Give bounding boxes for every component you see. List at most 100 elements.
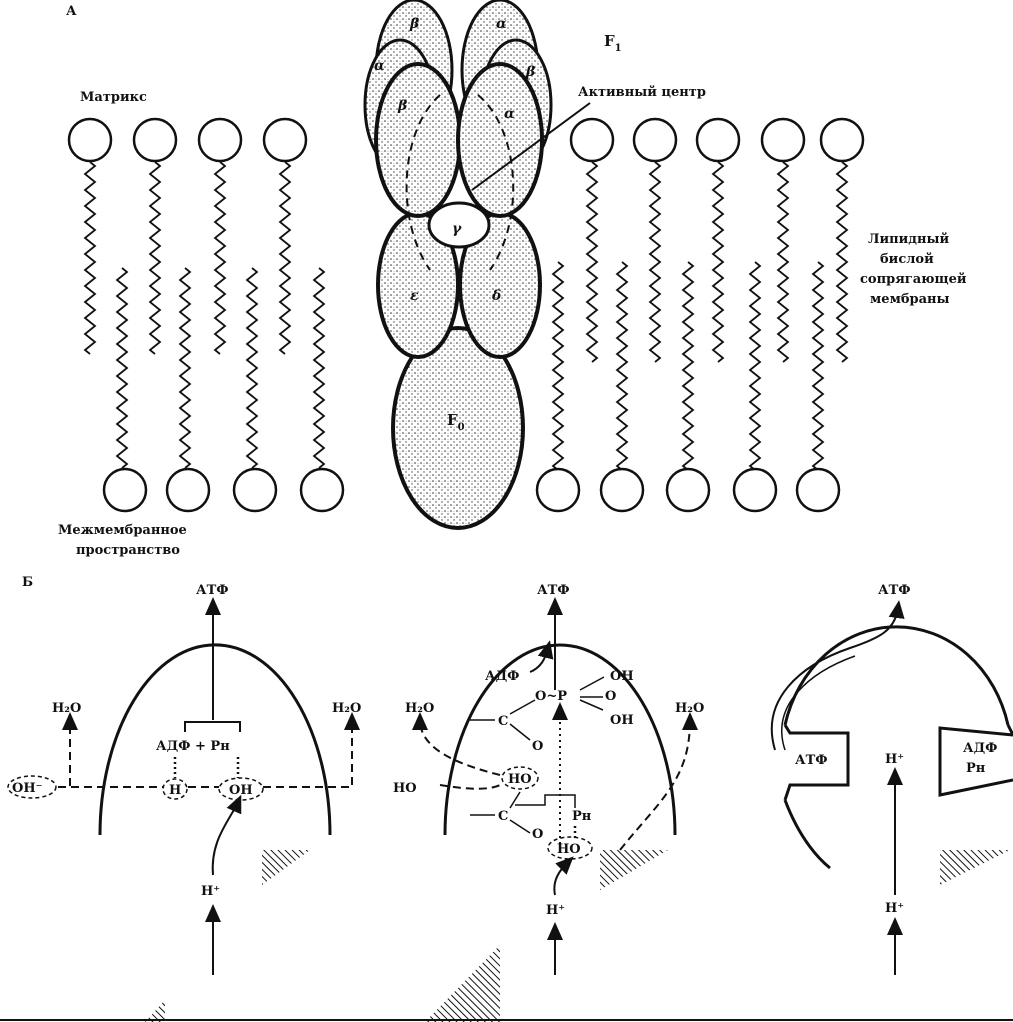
lipid-head xyxy=(535,467,581,513)
lipid-head xyxy=(67,117,113,163)
step3-proton-lower: H⁺ xyxy=(885,901,904,916)
lipid-tail xyxy=(278,161,292,355)
step2-ho: HO xyxy=(393,781,417,796)
step2-o-lower: O xyxy=(532,827,543,842)
step1-h2o-left: H₂O xyxy=(52,701,81,716)
step3-adp-site xyxy=(938,724,1013,797)
upper-lipid-leaflet-left xyxy=(67,117,308,355)
lipid-tail xyxy=(681,261,695,471)
alpha-label-2: α xyxy=(374,58,385,74)
lipid-tail xyxy=(648,161,662,363)
step2-ho-box: HO xyxy=(557,842,581,857)
ims-label-2: пространство xyxy=(76,543,180,558)
step1-oh-minus: OH⁻ xyxy=(12,781,42,796)
delta-label: δ xyxy=(491,288,501,304)
alpha-subunit-front xyxy=(456,62,544,218)
lipid-tail xyxy=(312,267,326,469)
step2-atp: АТФ xyxy=(537,583,570,598)
step1-adp-pi: АДФ + Рн xyxy=(156,739,230,754)
step3-scheme: АТФ АТФ АДФ Рн H⁺ H⁺ xyxy=(770,583,1013,975)
lipid-head xyxy=(732,467,778,513)
active-site-pointer xyxy=(471,102,591,191)
step3-enzyme-arc-lower-left xyxy=(783,799,831,870)
lipid-tail xyxy=(178,267,192,469)
lipid-head xyxy=(819,117,865,163)
ims-label-1: Межмембранное xyxy=(58,523,187,538)
step2-membrane-hatch-2 xyxy=(425,945,500,1022)
step2-enzyme-arc xyxy=(443,643,677,836)
active-site-label: Активный центр xyxy=(578,85,706,100)
lipid-head xyxy=(795,467,841,513)
lipid-tail xyxy=(615,261,629,471)
hidden-outline xyxy=(405,94,515,271)
f0-subunit xyxy=(391,326,525,530)
epsilon-label: ε xyxy=(410,288,419,304)
panel-b-letter: Б xyxy=(22,575,33,590)
lipid-tail xyxy=(811,261,825,471)
step2-membrane-hatch xyxy=(600,850,668,890)
upper-lipid-leaflet-right xyxy=(569,117,865,363)
lipid-head xyxy=(760,117,806,163)
step2-scheme: АТФ АДФ OH O OH O~P C O H₂O H₂O HO HO C … xyxy=(393,583,704,1022)
step2-h-o: HO xyxy=(508,772,532,787)
step2-oh-top: OH xyxy=(610,669,634,684)
step2-oh-bottom: OH xyxy=(610,713,634,728)
step3-proton-upper: H⁺ xyxy=(885,752,904,767)
lipid-label-2: бислой xyxy=(880,252,934,267)
beta-label-2: β xyxy=(525,64,536,80)
matrix-label: Матрикс xyxy=(80,90,147,105)
step3-pn-site-label: Рн xyxy=(966,761,986,776)
lipid-head xyxy=(632,117,678,163)
lipid-head xyxy=(695,117,741,163)
lipid-tail xyxy=(83,161,97,355)
step3-enzyme-arc-upper xyxy=(783,625,1010,726)
step1-oh: OH xyxy=(229,783,253,798)
step1-membrane-hatch-2 xyxy=(145,1000,165,1022)
step2-proton: H⁺ xyxy=(546,903,565,918)
beta-label-1: β xyxy=(409,16,420,32)
step2-o-upper: O xyxy=(532,739,543,754)
lipid-label-4: мембраны xyxy=(870,292,950,307)
lipid-tail xyxy=(748,261,762,471)
panel-a-letter: А xyxy=(66,4,77,19)
alpha-label-1: α xyxy=(496,16,507,32)
lipid-tail xyxy=(835,161,849,363)
f0-label: F0 xyxy=(447,411,465,433)
gamma-label: γ xyxy=(452,221,462,237)
lipid-head xyxy=(569,117,615,163)
lipid-head xyxy=(299,467,345,513)
lipid-head xyxy=(665,467,711,513)
lipid-tail xyxy=(148,161,162,355)
lipid-label-3: сопрягающей xyxy=(860,272,967,287)
lipid-head xyxy=(165,467,211,513)
beta-subunit-front xyxy=(374,62,462,218)
lipid-head xyxy=(599,467,645,513)
lower-lipid-leaflet-right xyxy=(535,261,841,513)
lipid-head xyxy=(197,117,243,163)
lipid-tail xyxy=(711,161,725,363)
step1-h2o-right: H₂O xyxy=(332,701,361,716)
step3-atp-site-label: АТФ xyxy=(795,753,828,768)
lipid-label-1: Липидный xyxy=(868,232,950,247)
step2-adp: АДФ xyxy=(485,669,519,684)
gamma-subunit xyxy=(427,201,491,249)
lipid-tail xyxy=(585,161,599,363)
step2-h2o-left: H₂O xyxy=(405,701,434,716)
step2-c-lower: C xyxy=(498,809,508,824)
step2-o-double: O xyxy=(605,689,616,704)
alpha-label-3: α xyxy=(504,106,515,122)
lower-lipid-leaflet-left xyxy=(102,267,345,513)
lipid-head xyxy=(102,467,148,513)
lipid-tail xyxy=(213,161,227,355)
step3-adp-site-label: АДФ xyxy=(963,741,997,756)
step2-pn: Рн xyxy=(572,809,592,824)
step1-h: H xyxy=(169,783,181,798)
step1-atp: АТФ xyxy=(196,583,229,598)
lipid-tail xyxy=(551,261,565,471)
f1-label: F1 xyxy=(604,32,622,54)
lipid-head xyxy=(132,117,178,163)
step2-h2o-right: H₂O xyxy=(675,701,704,716)
step3-membrane-hatch xyxy=(940,850,1010,885)
lipid-tail xyxy=(776,161,790,363)
